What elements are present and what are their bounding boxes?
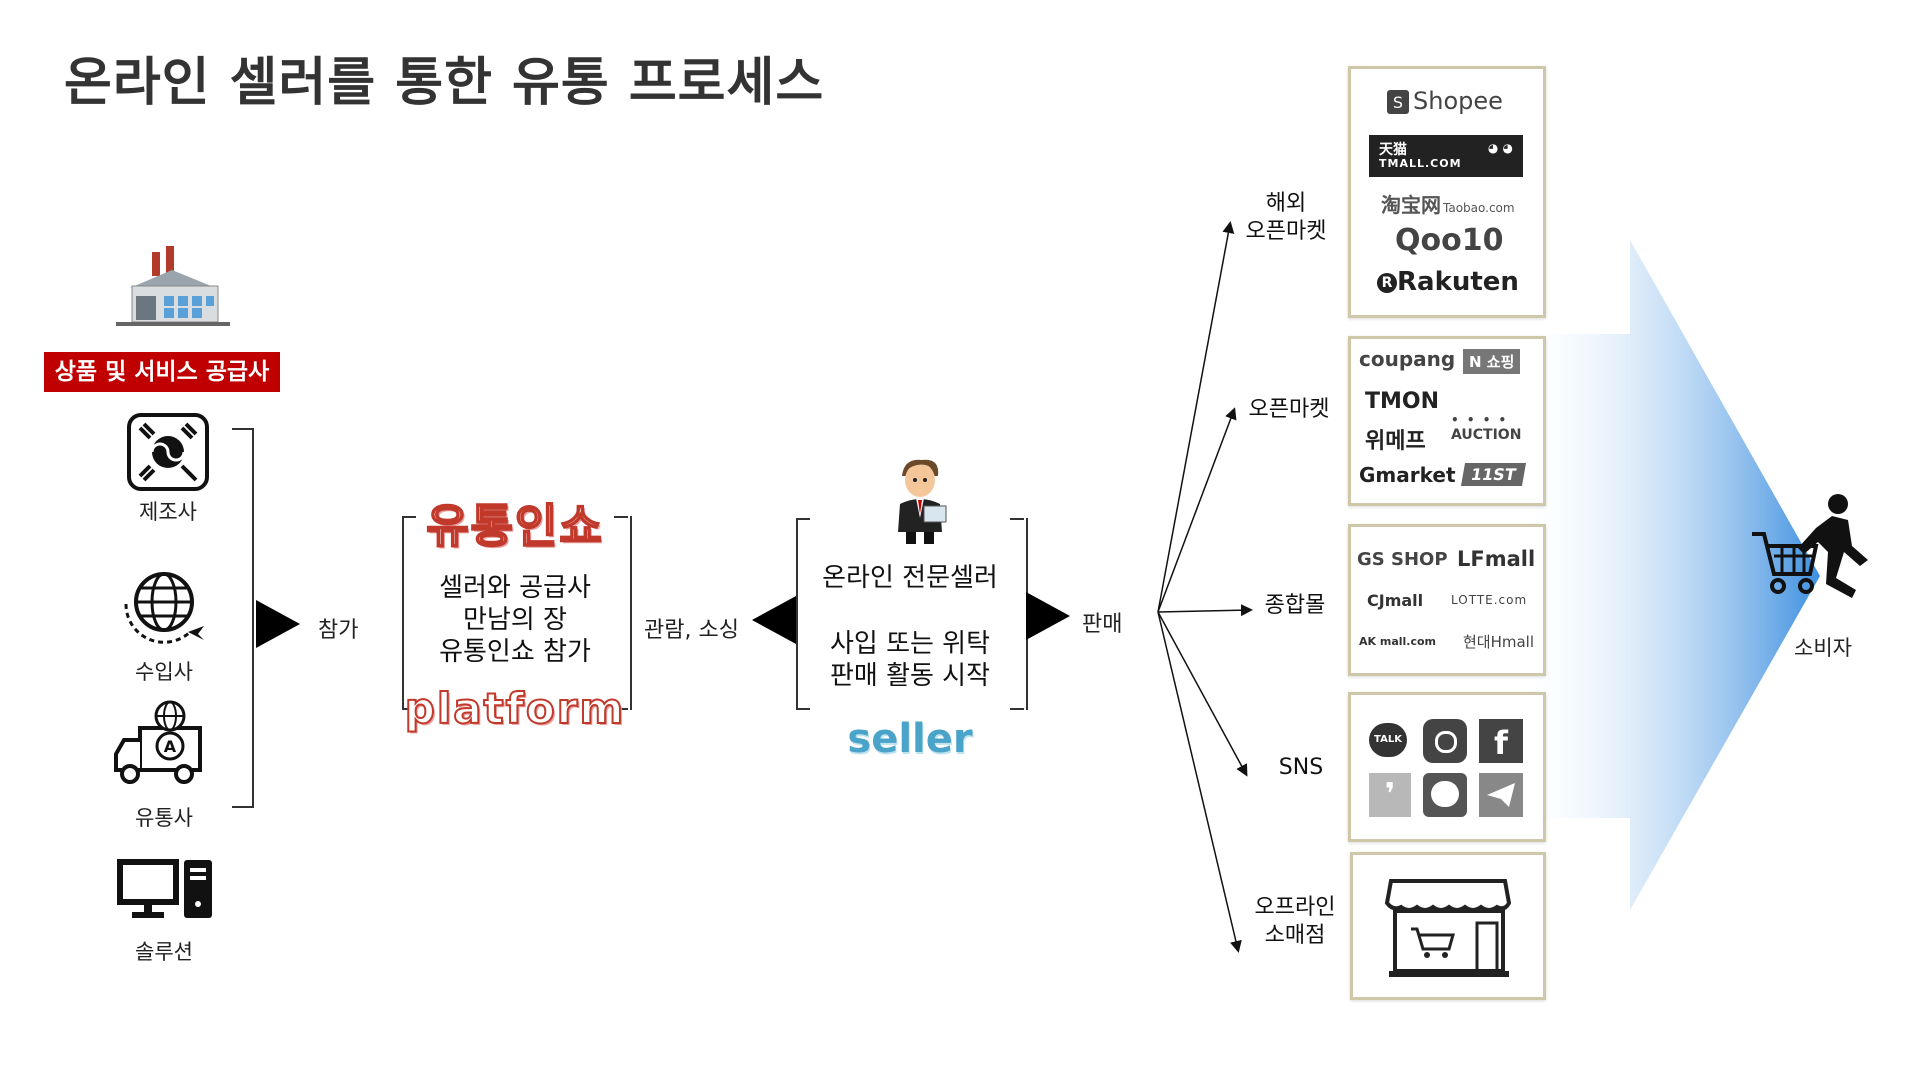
- rakuten-r-icon: R: [1377, 272, 1397, 293]
- seller-line-2: 판매 활동 시작: [829, 661, 991, 691]
- auction-logo: • • • • AUCTION: [1451, 413, 1522, 443]
- channel-label-overseas: 해외 오픈마켓: [1245, 191, 1327, 244]
- coupang-logo: coupang: [1359, 347, 1456, 371]
- flow-arrow: [1530, 240, 1820, 914]
- channel-label-offline: 오프라인 소매점: [1254, 895, 1336, 948]
- truck-globe-icon: A: [110, 700, 210, 790]
- sns-brands-box: TALK f ❜: [1348, 692, 1546, 842]
- seller-line-1: 사입 또는 위탁: [829, 629, 991, 659]
- platform-bracket: [402, 516, 632, 710]
- mall-brands-box: GS SHOP LFmall CJmall LOTTE.com AK mall.…: [1348, 524, 1546, 676]
- platform-line-3: 유통인쇼 참가: [439, 637, 591, 667]
- seller-tag: seller: [847, 716, 973, 762]
- solution-label: 솔루션: [135, 940, 193, 964]
- cjmall-logo: CJmall: [1367, 591, 1424, 610]
- computer-icon: [116, 858, 216, 922]
- shopee-bag-icon: S: [1387, 90, 1409, 114]
- platform-line-1: 셀러와 공급사: [439, 573, 591, 603]
- telegram-icon: [1479, 773, 1523, 817]
- kakaostory-icon: ❜: [1369, 773, 1411, 817]
- wemakeprice-logo: 위메프: [1365, 429, 1426, 454]
- instagram-icon: [1423, 719, 1467, 763]
- seller-text: 사입 또는 위탁 판매 활동 시작: [798, 628, 1022, 692]
- seller-title: 온라인 전문셀러: [822, 563, 998, 593]
- supplier-badge: 상품 및 서비스 공급사: [44, 352, 280, 392]
- factory-icon: [112, 240, 234, 332]
- channel-label-mall: 종합몰: [1264, 593, 1326, 618]
- channel-label-openmarket: 오픈마켓: [1248, 397, 1330, 422]
- gsshop-logo: GS SHOP: [1357, 549, 1448, 570]
- hmall-logo: 현대Hmall: [1463, 633, 1535, 651]
- lotte-logo: LOTTE.com: [1451, 593, 1528, 607]
- svg-text:A: A: [164, 737, 177, 756]
- globe-plane-icon: [118, 560, 208, 650]
- store-icon: [1384, 879, 1512, 977]
- sales-arrow-icon: [1026, 592, 1070, 644]
- supplier-bracket: [232, 428, 254, 808]
- korea-flag-icon: [126, 412, 210, 492]
- sourcing-label: 관람, 소싱: [644, 618, 739, 643]
- seller-avatar: [884, 454, 956, 546]
- platform-tag: platform: [404, 683, 626, 734]
- tmall-cat-icon: ◕ ◕: [1487, 141, 1513, 155]
- importer-label: 수입사: [135, 660, 193, 684]
- kakaotalk-icon: TALK: [1369, 723, 1407, 757]
- page-title: 온라인 셀러를 통한 유통 프로세스: [64, 53, 825, 113]
- tmon-logo: TMON: [1365, 389, 1440, 414]
- platform-logo: 유통인쇼: [425, 498, 604, 554]
- distributor-label: 유통사: [135, 806, 193, 830]
- consumer-cart-icon: [1748, 490, 1878, 610]
- channel-arrows: [1150, 210, 1260, 974]
- 11st-logo: 11ST: [1460, 463, 1526, 486]
- join-arrow-icon: [256, 600, 300, 652]
- openmarket-brands-box: coupang N 쇼핑 TMON 위메프 • • • • AUCTION Gm…: [1348, 336, 1546, 506]
- consumer-label: 소비자: [1794, 636, 1852, 660]
- platform-line-2: 만남의 장: [463, 605, 567, 635]
- sales-label: 판매: [1082, 612, 1123, 637]
- manufacturer-label: 제조사: [139, 500, 197, 524]
- akmall-logo: AK mall.com: [1359, 635, 1437, 648]
- qoo10-logo: Qoo10: [1395, 223, 1504, 258]
- lfmall-logo: LFmall: [1457, 547, 1536, 571]
- gmarket-logo: Gmarket: [1359, 463, 1456, 487]
- naver-shopping-logo: N 쇼핑: [1463, 349, 1521, 374]
- auction-dots-icon: • • • •: [1451, 413, 1509, 427]
- channel-label-sns: SNS: [1278, 755, 1324, 780]
- sourcing-arrow-icon: [752, 596, 796, 648]
- offline-store-box: [1350, 852, 1546, 1000]
- messenger-icon: [1423, 773, 1467, 817]
- tmall-logo: 天猫 TMALL.COM ◕ ◕: [1369, 135, 1523, 177]
- join-label: 참가: [318, 618, 359, 643]
- facebook-icon: f: [1479, 719, 1523, 763]
- platform-text: 셀러와 공급사 만남의 장 유통인쇼 참가: [404, 572, 626, 668]
